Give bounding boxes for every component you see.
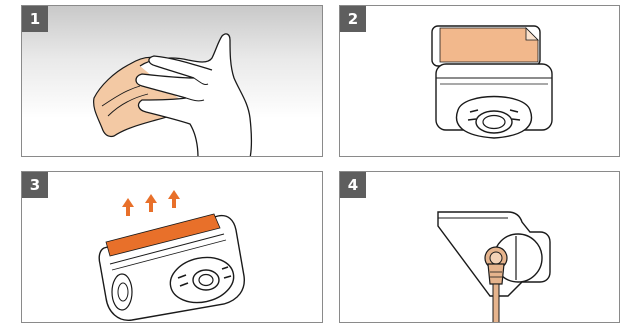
camera-with-adhesive-pad-icon	[340, 6, 620, 157]
hand-wiping-cloth-icon	[22, 6, 323, 157]
step-1-panel: 1	[21, 5, 323, 157]
step-4-panel: 4	[339, 171, 620, 323]
step-3-panel: 3	[21, 171, 323, 323]
peel-adhesive-film-icon	[22, 172, 323, 323]
step-2-panel: 2	[339, 5, 620, 157]
camera-mounted-with-cable-icon	[340, 172, 620, 323]
